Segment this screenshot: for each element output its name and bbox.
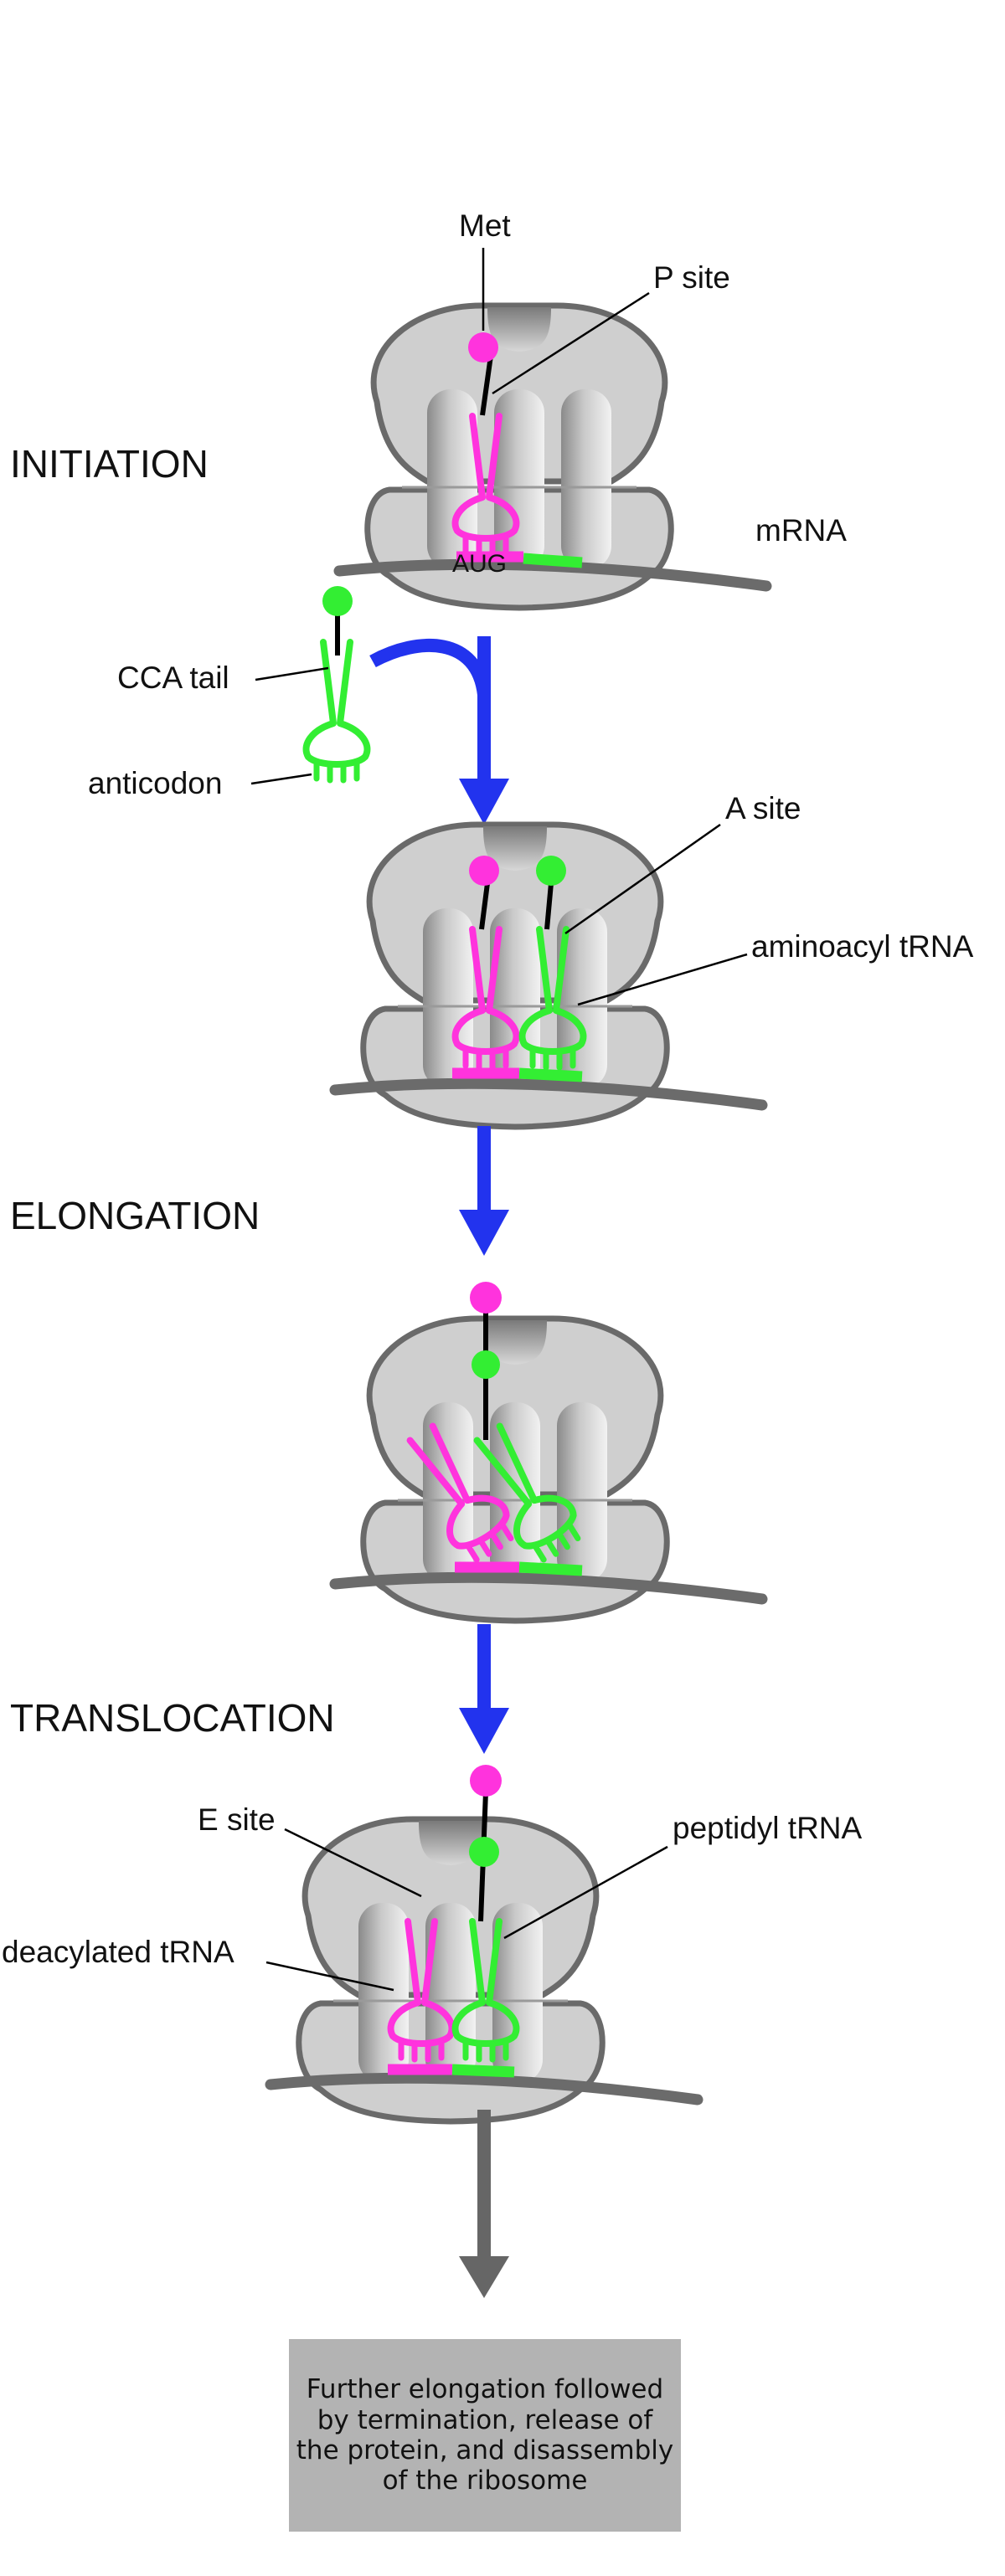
translocation-green-amino-acid (469, 1837, 499, 1867)
ribosome-initiation (339, 306, 766, 608)
ribosome-a-site (335, 825, 762, 1127)
cca-tail-pointer (255, 666, 329, 681)
a-site-pointer (564, 823, 721, 935)
termination-box (289, 2339, 681, 2532)
elongation-green-amino-acid (472, 1350, 500, 1379)
p-amino-acid (469, 856, 499, 886)
met-amino-acid (468, 332, 498, 362)
elongation-magenta-amino-acid (470, 1282, 502, 1314)
ribosome-elongation (335, 1319, 762, 1621)
stage-elongation: ELONGATION (10, 1194, 260, 1237)
incoming-amino-acid (322, 586, 353, 616)
cca-tail-label: CCA tail (117, 661, 229, 695)
mrna-label: mRNA (755, 513, 847, 548)
aminoacyl-trna-label: aminoacyl tRNA (751, 929, 974, 964)
a-site-label: A site (725, 791, 801, 825)
translocation-magenta-amino-acid (470, 1765, 502, 1797)
arrow-to-termination (459, 2110, 509, 2298)
arrow-initiation-to-a-site (369, 636, 509, 825)
p-site-pointer (492, 291, 650, 395)
arrow-to-translocation (459, 1624, 509, 1754)
deacylated-trna-label: deacylated tRNA (2, 1935, 234, 1969)
stage-initiation: INITIATION (10, 442, 209, 486)
e-site-label: E site (198, 1802, 276, 1837)
peptidyl-trna-label: peptidyl tRNA (673, 1811, 863, 1845)
p-bond (479, 882, 490, 930)
a-bond (544, 882, 554, 930)
ribosome-translocation (271, 1819, 698, 2121)
aug-codon-label: AUG (452, 550, 507, 578)
met-label: Met (459, 208, 511, 243)
arrow-to-elongation (459, 1126, 509, 1256)
e-site-pointer (284, 1828, 422, 1898)
peptidyl-trna-pointer (503, 1845, 668, 1940)
deacylated-trna-pointer (265, 1961, 394, 1992)
termination-description: Further elongation followed by terminati… (296, 2374, 674, 2496)
a-amino-acid (536, 856, 566, 886)
stage-translocation: TRANSLOCATION (10, 1696, 335, 1740)
incoming-trna (307, 642, 368, 780)
anticodon-pointer (250, 773, 312, 785)
met-bond (480, 355, 493, 416)
anticodon-label: anticodon (88, 766, 222, 800)
p-site-label: P site (653, 260, 730, 295)
aminoacyl-trna-pointer (577, 953, 748, 1006)
